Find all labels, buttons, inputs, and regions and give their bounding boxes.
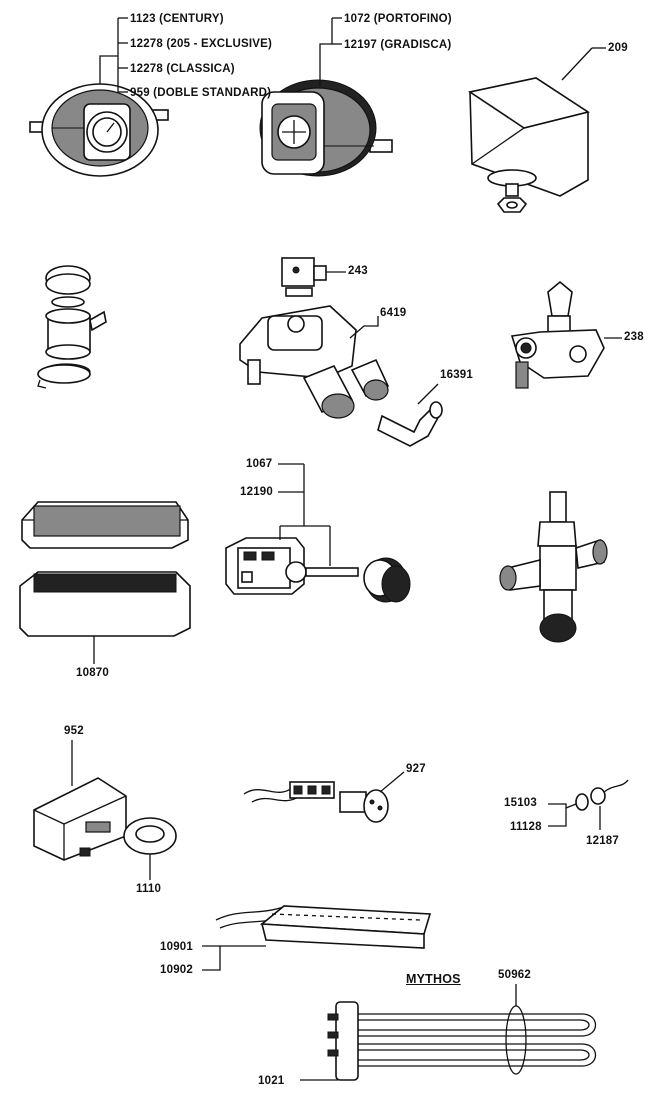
label-1110: 1110 <box>136 883 162 895</box>
steam-tap <box>510 280 622 389</box>
leader-lines-gauge-center <box>319 17 342 86</box>
wiring-harness <box>243 771 405 823</box>
switch-knob <box>363 557 411 603</box>
oval-cap <box>123 817 177 880</box>
label-238: 238 <box>624 331 644 343</box>
label-209: 209 <box>608 42 628 54</box>
solenoid-valve <box>281 257 346 297</box>
leader-lines-switch <box>278 463 331 566</box>
label-1021: 1021 <box>258 1075 285 1087</box>
label-12278-classica: 12278 (CLASSICA) <box>130 63 235 75</box>
label-12190: 12190 <box>240 486 273 498</box>
rotary-switch <box>225 537 359 595</box>
pressure-gauge-century <box>29 83 169 177</box>
cross-valve <box>499 491 608 643</box>
label-16391: 16391 <box>440 369 473 381</box>
valve-cap-assembly <box>37 265 107 389</box>
leader-lines-gauge-left <box>99 17 128 93</box>
terminal-strip <box>202 905 432 971</box>
label-959: 959 (DOBLE STANDARD) <box>130 87 272 99</box>
label-15103: 15103 <box>504 797 537 809</box>
label-10870: 10870 <box>76 667 109 679</box>
elbow-fitting <box>377 383 443 447</box>
label-952: 952 <box>64 725 84 737</box>
label-1123: 1123 (CENTURY) <box>130 13 224 25</box>
label-12278-exclusive: 12278 (205 - EXCLUSIVE) <box>130 38 273 50</box>
label-243: 243 <box>348 265 368 277</box>
control-box-base <box>19 571 191 664</box>
heating-element <box>300 984 597 1081</box>
small-fittings <box>548 779 629 830</box>
pressostat-box <box>467 47 606 213</box>
label-11128: 11128 <box>510 821 542 833</box>
pressure-gauge-portofino <box>259 79 393 177</box>
label-927: 927 <box>406 763 426 775</box>
label-6419: 6419 <box>380 307 407 319</box>
label-12187: 12187 <box>586 835 619 847</box>
control-box-lid <box>21 501 189 549</box>
label-50962: 50962 <box>498 969 531 981</box>
transformer-block <box>33 740 127 861</box>
label-1067: 1067 <box>246 458 273 470</box>
label-10902: 10902 <box>160 964 193 976</box>
pump-body <box>239 305 390 419</box>
label-10901: 10901 <box>160 941 193 953</box>
label-12197: 12197 (GRADISCA) <box>344 39 452 51</box>
label-1072: 1072 (PORTOFINO) <box>344 13 452 25</box>
label-mythos: MYTHOS <box>406 972 461 986</box>
